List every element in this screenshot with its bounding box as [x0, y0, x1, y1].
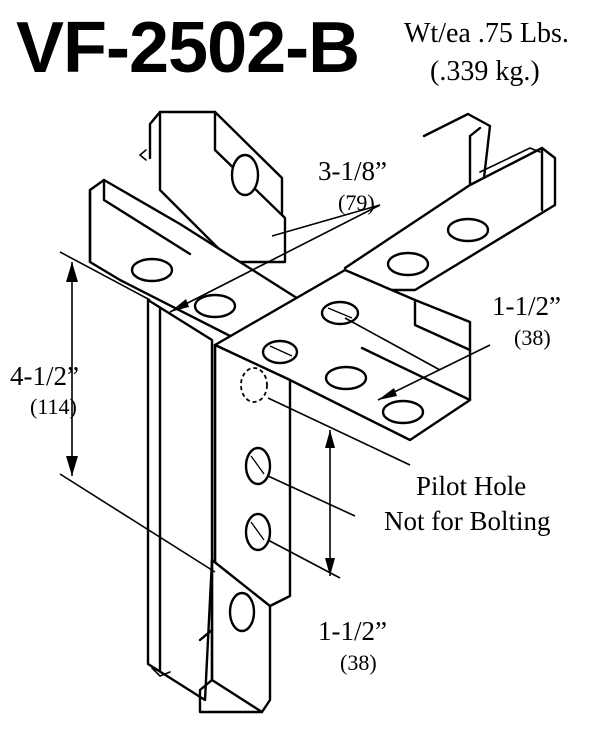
bracket-outline: [88, 110, 557, 714]
weight-imperial: Wt/ea .75 Lbs.: [404, 18, 569, 49]
dim-arm-width-metric: (38): [514, 325, 551, 350]
dim-hole-spacing-imperial: 1-1/2”: [318, 616, 387, 646]
part-number-title: VF-2502-B: [16, 8, 359, 88]
dim-top-width-metric: (79): [338, 190, 375, 215]
weight-metric: (.339 kg.): [430, 56, 540, 87]
dim-arm-width-imperial: 1-1/2”: [492, 291, 561, 321]
dim-vertical-leg-metric: (114): [30, 394, 77, 419]
pilot-hole-note-line1: Pilot Hole: [416, 471, 526, 501]
pilot-hole-circle: [240, 367, 268, 403]
dimension-lines: [59, 204, 491, 579]
dim-top-width-imperial: 3-1/8”: [318, 156, 387, 186]
dim-hole-spacing-metric: (38): [340, 650, 377, 675]
dim-vertical-leg-imperial: 4-1/2”: [10, 361, 79, 391]
pilot-hole-note-line2: Not for Bolting: [384, 506, 551, 536]
